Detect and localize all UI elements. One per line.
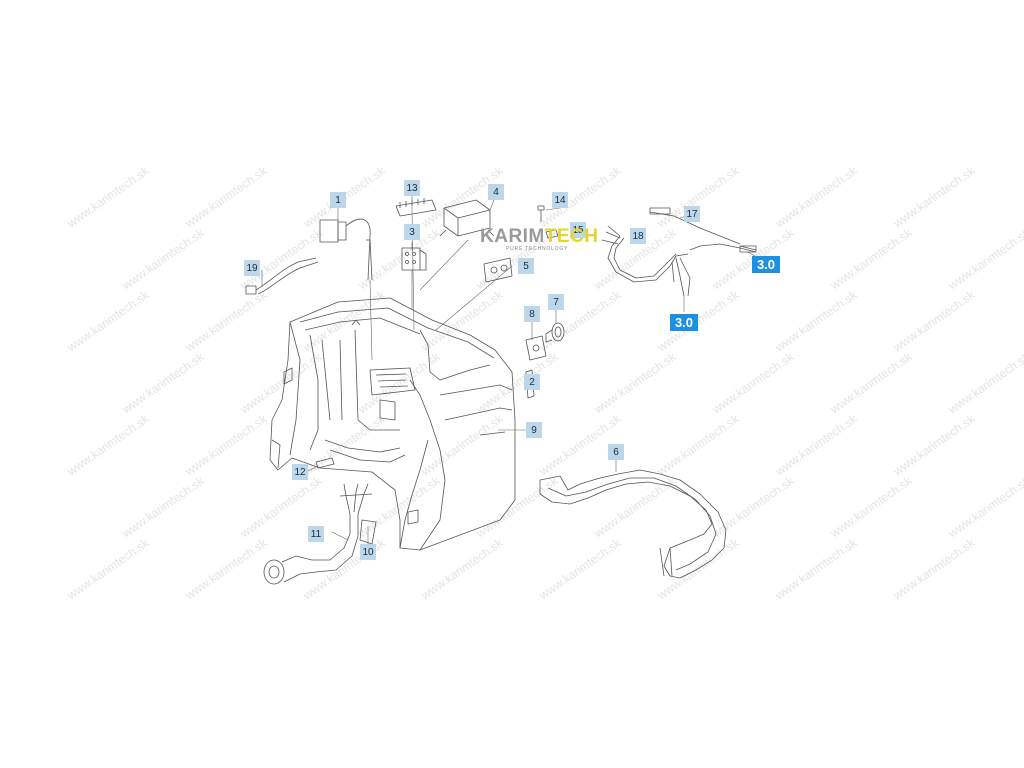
callout-9: 9 [526, 422, 542, 438]
callout-10: 10 [360, 544, 376, 560]
cross-reference-badge[interactable]: 3.0 [752, 256, 780, 273]
callout-15: 15 [570, 222, 586, 238]
logo-tagline: PURE TECHNOLOGY [506, 246, 569, 252]
part-13-terminal [395, 198, 437, 217]
part-11-power-cable [263, 483, 377, 585]
callout-19: 19 [244, 260, 260, 276]
main-housing [269, 297, 516, 551]
callout-11: 11 [308, 526, 324, 542]
logo-brand-left: KARIM [480, 226, 545, 247]
part-15 [545, 229, 559, 239]
callout-6: 6 [608, 444, 624, 460]
callout-18: 18 [630, 228, 646, 244]
part-14-screw [537, 205, 545, 222]
part-18-harness [601, 225, 757, 297]
part-12-clip [315, 457, 335, 469]
part-1-thermostat [319, 218, 373, 281]
callout-4: 4 [488, 184, 504, 200]
callout-3: 3 [404, 224, 420, 240]
part-8-switch [525, 335, 547, 361]
callout-7: 7 [548, 294, 564, 310]
part-4-transformer [439, 199, 495, 237]
part-7-knob [545, 322, 565, 343]
logo-brand-right: TECH [544, 226, 599, 247]
cross-reference-badge[interactable]: 3.0 [670, 314, 698, 331]
callout-17: 17 [684, 206, 700, 222]
part-19-cable [245, 257, 319, 295]
callout-8: 8 [524, 306, 540, 322]
callout-2: 2 [524, 374, 540, 390]
callout-1: 1 [330, 192, 346, 208]
part-5-bracket [483, 257, 513, 283]
callout-13: 13 [404, 180, 420, 196]
callout-12: 12 [292, 464, 308, 480]
callout-5: 5 [518, 258, 534, 274]
karimtech-logo: KARIMTECH PURE TECHNOLOGY [480, 226, 599, 252]
callout-14: 14 [552, 192, 568, 208]
part-3-connector [401, 247, 427, 271]
part-6-frame [539, 469, 727, 579]
